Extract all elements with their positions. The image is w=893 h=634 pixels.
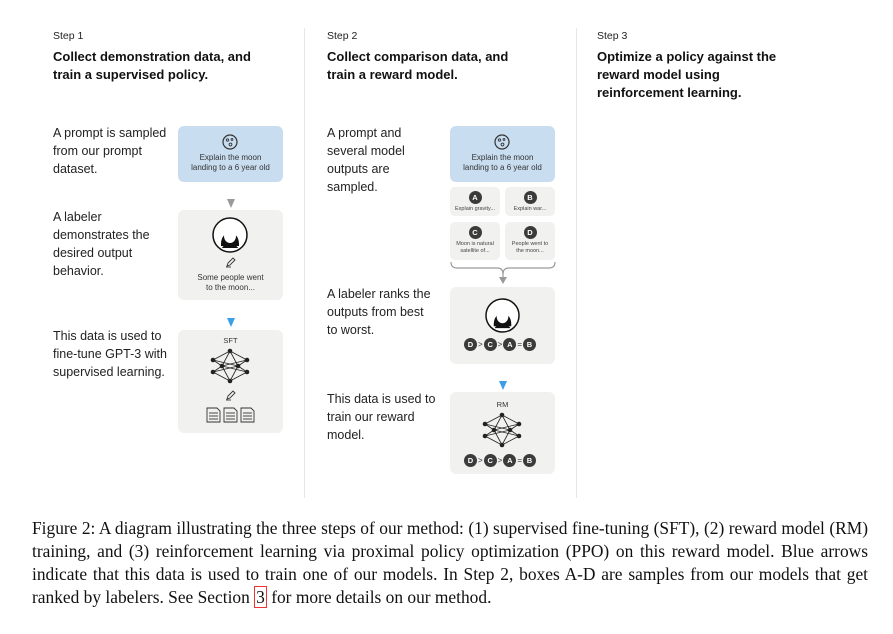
step2-rank-card: D > C > A = B <box>450 287 555 364</box>
divider-1 <box>304 28 305 498</box>
rank-op: > <box>478 456 483 465</box>
rank-op: = <box>517 456 523 465</box>
rank-op: > <box>497 456 503 465</box>
step1-desc-finetune: This data is used to fine-tune GPT-3 wit… <box>53 329 167 379</box>
output-card-a: A Explain gravity... <box>450 187 500 216</box>
step1-blue-arrow <box>227 318 235 327</box>
step1-gray-arrow <box>227 199 235 208</box>
labeler-avatar-icon <box>485 298 520 333</box>
rank-b: B <box>523 454 537 467</box>
step3-number: Step 3 <box>597 30 628 42</box>
output-c-text: Moon is natural satellite of... <box>456 241 494 254</box>
output-d-text: People went to the moon... <box>511 241 549 254</box>
caption-text: Figure 2: A diagram illustrating the thr… <box>32 518 868 607</box>
output-card-d: D People went to the moon... <box>505 222 555 260</box>
step1-title: Collect demonstration data, and train a … <box>53 49 251 82</box>
output-d-badge: D <box>523 226 537 239</box>
rank-op: > <box>478 340 483 349</box>
output-a-badge: A <box>468 191 482 204</box>
ranking-row: D > C > A = B <box>464 338 537 351</box>
step1-desc-prompt: A prompt is sampled from our prompt data… <box>53 126 167 176</box>
pencil-icon <box>226 390 236 401</box>
step2-desc-train: This data is used to train our reward mo… <box>327 392 436 442</box>
section-ref-link[interactable]: 3 <box>254 586 267 608</box>
output-card-b: B Explain war... <box>505 187 555 216</box>
step2-rm-card: RM D > C > A = B <box>450 392 555 474</box>
neural-network-icon <box>210 348 250 384</box>
step2-prompt-text: Explain the moon landing to a 6 year old <box>463 153 542 172</box>
step2-number: Step 2 <box>327 30 358 42</box>
step2-title: Collect comparison data, and train a rew… <box>327 49 509 82</box>
output-a-text: Explain gravity... <box>455 206 495 212</box>
moon-icon <box>222 134 238 150</box>
step3-title: Optimize a policy against the reward mod… <box>597 49 777 100</box>
rank-a: A <box>503 338 517 351</box>
documents-icon <box>206 407 255 423</box>
bracket-connector <box>450 262 556 284</box>
pencil-icon <box>226 257 236 268</box>
step1-prompt-card: Explain the moon landing to a 6 year old <box>178 126 283 182</box>
rank-c: C <box>483 338 497 351</box>
figure-caption: Figure 2: A diagram illustrating the thr… <box>32 517 868 609</box>
rank-d: D <box>464 454 477 467</box>
step2-blue-arrow <box>499 381 507 390</box>
output-card-c: C Moon is natural satellite of... <box>450 222 500 260</box>
step1-prompt-text: Explain the moon landing to a 6 year old <box>191 153 270 172</box>
step1-demo-card: Some people went to the moon... <box>178 210 283 300</box>
method-diagram: Step 1 Collect demonstration data, and t… <box>53 28 777 498</box>
rm-label: RM <box>496 400 509 409</box>
step1-desc-labeler: A labeler demonstrates the desired outpu… <box>53 210 150 278</box>
rank-op: > <box>497 340 503 349</box>
step2-desc-sample: A prompt and several model outputs are s… <box>327 126 405 194</box>
divider-2 <box>576 28 577 498</box>
sft-label: SFT <box>223 336 238 345</box>
rank-b: B <box>523 338 537 351</box>
output-b-text: Explain war... <box>513 206 547 212</box>
step1-demo-text: Some people went to the moon... <box>197 273 264 292</box>
neural-network-icon <box>482 412 522 448</box>
rank-c: C <box>483 454 497 467</box>
output-b-badge: B <box>523 191 537 204</box>
rm-ranking-row: D > C > A = B <box>464 454 537 467</box>
rank-a: A <box>503 454 517 467</box>
rank-d: D <box>464 338 477 351</box>
labeler-avatar-icon <box>212 217 248 253</box>
rank-op: = <box>517 340 523 349</box>
caption-tail: for more details on our method. <box>266 587 492 607</box>
output-c-badge: C <box>468 226 482 239</box>
step2-desc-rank: A labeler ranks the outputs from best to… <box>327 287 431 337</box>
moon-icon <box>494 134 510 150</box>
step1-number: Step 1 <box>53 30 84 42</box>
step2-prompt-card: Explain the moon landing to a 6 year old <box>450 126 555 182</box>
step1-sft-card: SFT <box>178 330 283 433</box>
